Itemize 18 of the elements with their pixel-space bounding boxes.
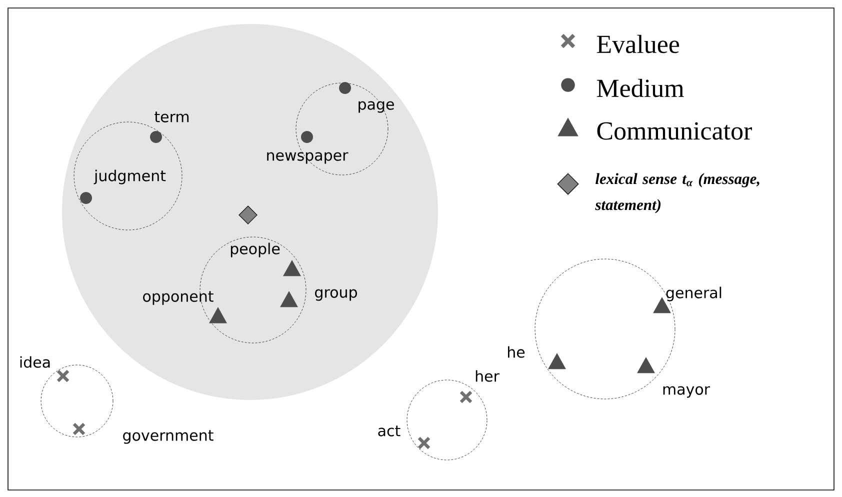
word-label: term [154, 112, 189, 122]
dashed-circle [74, 122, 182, 230]
legend-label: Communicator [597, 122, 752, 140]
word-label: her [476, 370, 500, 382]
shaded-circle [62, 24, 438, 400]
word-label: general [666, 286, 722, 302]
word-label: idea [20, 356, 50, 368]
word-label: mayor [663, 386, 710, 398]
word-label: page [358, 101, 394, 113]
word-label: opponent [143, 291, 214, 305]
word-label: he [508, 346, 525, 358]
word-label: newspaper [267, 152, 348, 164]
legend-label: Medium [596, 78, 684, 98]
word-label: people [230, 242, 280, 258]
legend-label: lexical sense t$_{α}$ (message, statement) [595, 173, 760, 214]
word-label: judgment [94, 170, 166, 184]
legend-label: Evaluee [596, 34, 680, 54]
word-label: government [123, 430, 214, 444]
